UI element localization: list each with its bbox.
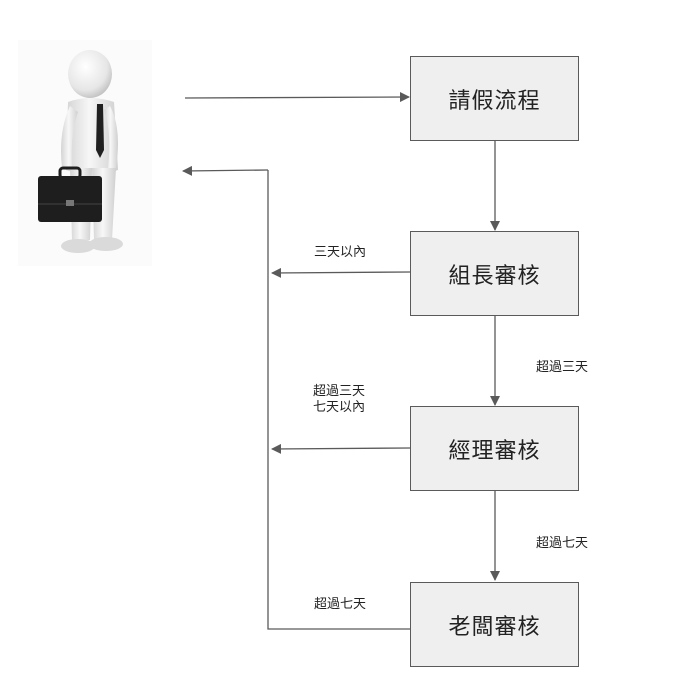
- figure-foot-right: [89, 237, 123, 251]
- arrow-return-to-person: [182, 165, 269, 176]
- boss-review-label: 老闆審核: [448, 614, 541, 640]
- request-flow-box: 請假流程: [410, 56, 579, 141]
- arrow-leader-return: [271, 267, 411, 278]
- figure-torso: [66, 98, 118, 175]
- figure-head: [68, 50, 112, 98]
- request-flow-label: 請假流程: [448, 88, 541, 114]
- manager-review-box: 經理審核: [410, 406, 579, 491]
- businessman-figure: [38, 50, 123, 253]
- boss-return-path: [267, 170, 410, 630]
- leader-review-label: 組長審核: [448, 263, 541, 289]
- briefcase: [38, 176, 102, 222]
- businessman-with-briefcase-icon: [18, 40, 152, 266]
- briefcase-clasp: [66, 200, 74, 206]
- within-seven-days-label: 七天以內: [313, 400, 366, 415]
- over-three-days-label: 超過三天: [313, 384, 366, 399]
- over-seven-days-label: 超過七天: [314, 597, 367, 612]
- manager-review-label: 經理審核: [448, 438, 541, 464]
- figure-arm-left: [61, 106, 78, 168]
- over-seven-days-down-label: 超過七天: [536, 536, 589, 551]
- arrow-person-to-request: [184, 92, 410, 103]
- figure-arm-right: [104, 106, 118, 168]
- figure-foot-left: [61, 239, 95, 253]
- over-three-days-down-label: 超過三天: [536, 360, 589, 375]
- within-three-days-label: 三天以內: [314, 245, 367, 260]
- leader-review-box: 組長審核: [410, 231, 579, 316]
- boss-review-box: 老闆審核: [410, 582, 579, 667]
- manager-return-condition: 超過三天 七天以內: [313, 384, 365, 416]
- briefcase-handle: [58, 166, 82, 180]
- arrow-manager-return: [271, 443, 411, 454]
- figure-tie: [96, 104, 104, 158]
